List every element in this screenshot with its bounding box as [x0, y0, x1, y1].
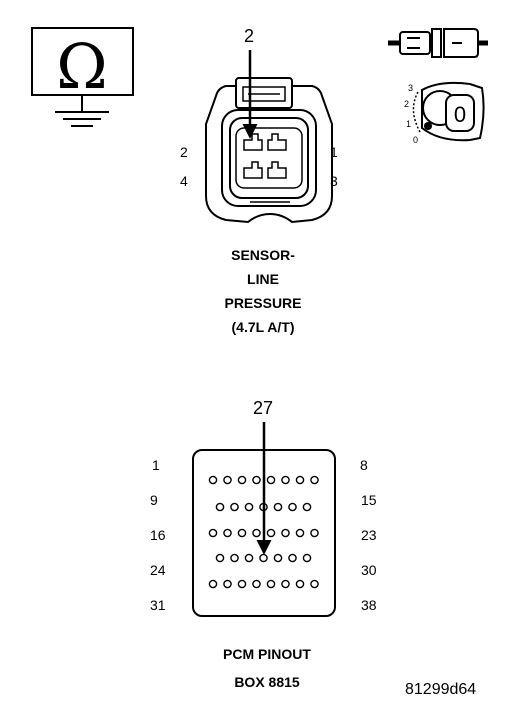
pcm-pin-cavity [244, 502, 254, 512]
pcm-pin-cavity [223, 579, 232, 589]
pcm-row-label-right-4: 30 [361, 562, 377, 578]
pcm-pin-cavity [244, 553, 254, 563]
pcm-row-label-right-1: 8 [360, 457, 368, 473]
svg-text:0: 0 [454, 102, 466, 127]
sensor-cavities [243, 133, 287, 179]
pcm-pin-cavity [295, 475, 305, 485]
pcm-pin-cavity [208, 528, 218, 538]
pcm-pin-cavity [273, 502, 283, 512]
sensor-caption-line-3: PRESSURE [224, 295, 302, 311]
sensor-connector [205, 77, 333, 224]
disconnected-connector-icon [388, 28, 488, 58]
sensor-pin-label-1: 1 [330, 144, 338, 160]
pcm-pin-cavity [281, 579, 290, 589]
sensor-caption-line-4: (4.7L A/T) [231, 319, 295, 335]
pcm-pin-cavity [266, 528, 276, 538]
pcm-pin-cavity [252, 528, 261, 538]
pcm-callout-pin: 27 [253, 398, 274, 418]
pcm-row-label-left-5: 31 [150, 597, 166, 613]
pcm-pin-cavity [295, 528, 305, 538]
ignition-key-off-icon: 0 [412, 81, 485, 142]
pcm-pin-cavity [230, 502, 239, 512]
pcm-pin-cavity [237, 475, 247, 485]
key-position-0: 0 [413, 135, 419, 145]
pcm-pin-cavity [223, 528, 232, 538]
key-position-1: 1 [406, 119, 412, 129]
pcm-row-label-left-2: 9 [150, 492, 158, 508]
pcm-row-label-right-3: 23 [361, 527, 377, 543]
pcm-pin-cavity [310, 475, 319, 485]
pcm-pin-cavity [295, 579, 305, 589]
sensor-callout-pin: 2 [244, 26, 255, 46]
figure-id: 81299d64 [405, 681, 477, 698]
sensor-pin-label-4: 4 [180, 173, 188, 189]
pcm-pin-cavity [208, 579, 218, 589]
pcm-pin-cavity-highlighted [259, 553, 268, 563]
pcm-row-label-left-4: 24 [150, 562, 166, 578]
pcm-pin-grid [208, 475, 319, 589]
sensor-pin-label-3: 3 [330, 173, 338, 189]
pcm-pin-cavity [237, 579, 247, 589]
key-position-3: 3 [408, 83, 414, 93]
ohmmeter-ground-icon: Ω [31, 27, 134, 127]
pcm-caption-line-1: PCM PINOUT [223, 646, 311, 662]
key-position-2: 2 [404, 99, 410, 109]
pcm-caption-line-2: BOX 8815 [234, 674, 300, 690]
sensor-pin-label-2: 2 [180, 144, 188, 160]
pcm-row-label-left-1: 1 [152, 457, 160, 473]
pcm-pin-cavity [281, 475, 290, 485]
pcm-pin-cavity [273, 553, 283, 563]
pcm-pin-cavity [288, 502, 297, 512]
pcm-pin-cavity [310, 579, 319, 589]
pcm-pin-cavity [302, 502, 312, 512]
sensor-caption-line-1: SENSOR- [231, 247, 295, 263]
pcm-pin-cavity [310, 528, 319, 538]
svg-text:Ω: Ω [56, 30, 107, 103]
pcm-pin-cavity [266, 579, 276, 589]
pcm-pin-cavity [281, 528, 290, 538]
sensor-caption-line-2: LINE [247, 271, 279, 287]
pcm-row-label-right-2: 15 [361, 492, 377, 508]
pcm-row-label-right-5: 38 [361, 597, 377, 613]
pcm-pin-cavity [230, 553, 239, 563]
pcm-pin-cavity [208, 475, 218, 485]
pcm-pin-cavity [215, 502, 225, 512]
pcm-pin-cavity [223, 475, 232, 485]
pcm-row-label-left-3: 16 [150, 527, 166, 543]
pcm-pin-cavity [302, 553, 312, 563]
pcm-pin-cavity [266, 475, 276, 485]
pcm-pin-cavity [252, 475, 261, 485]
pcm-pin-cavity [252, 579, 261, 589]
pcm-pin-cavity [237, 528, 247, 538]
pcm-pin-cavity [215, 553, 225, 563]
pcm-pin-cavity [288, 553, 297, 563]
